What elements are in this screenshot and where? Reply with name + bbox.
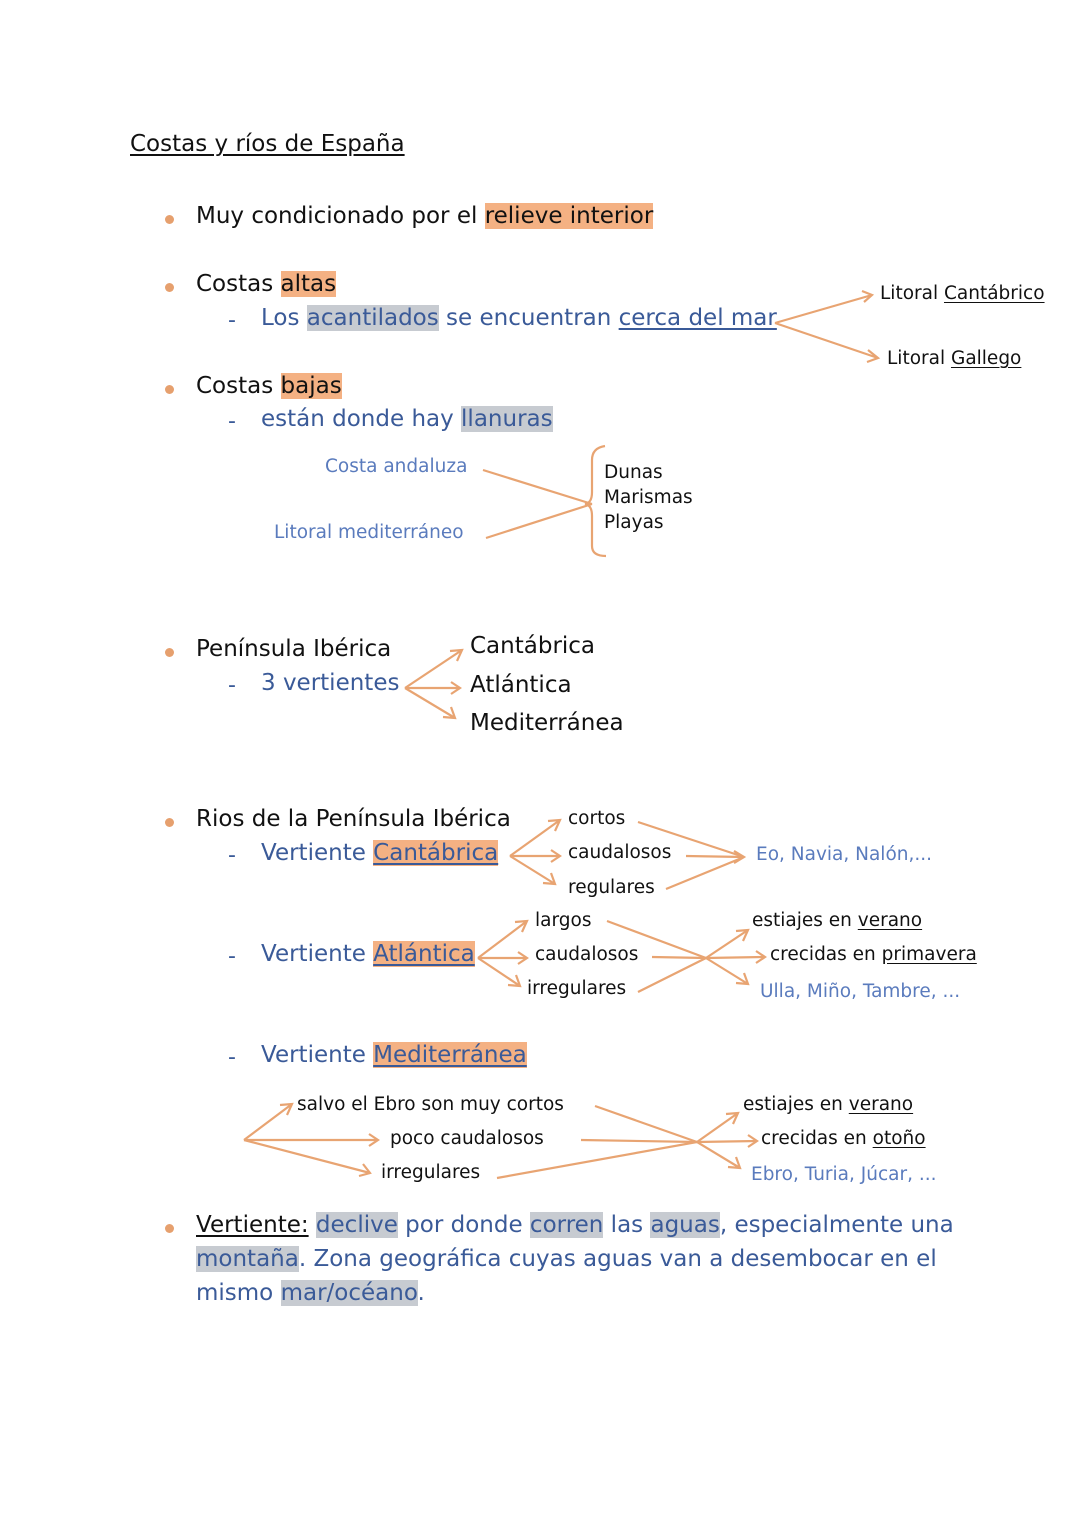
highlight-aguas: aguas [650,1212,720,1238]
text-segment: las [603,1212,651,1238]
atl-estiajes: estiajes en verano [752,910,922,931]
text-segment: estiajes en [743,1094,849,1115]
bullet-costas-altas: Costas altas [196,271,337,297]
cant-cortos: cortos [568,808,626,829]
underline-otono: otoño [872,1128,926,1149]
rios-atlantica-label: Vertiente Atlántica [261,941,475,967]
atl-irregulares: irregulares [527,978,627,999]
item-marismas: Marismas [604,487,693,508]
text-segment: están donde hay [261,406,462,432]
arrow-group-altas [774,289,881,364]
med-crecidas: crecidas en otoño [761,1128,926,1149]
text-segment: crecidas en [770,944,882,965]
highlight-cantabrica: Cantábrica [373,840,499,866]
text-segment: Muy condicionado por el [196,203,485,229]
underline-primavera: primavera [881,944,977,965]
text-segment: Vertiente [261,1042,374,1068]
bullet-dot [165,385,174,394]
text-segment: crecidas en [761,1128,873,1149]
dash-marker: - [228,843,236,868]
highlight-altas: altas [280,271,337,297]
page-title: Costas y ríos de España [130,131,405,157]
def-line-2: montaña. Zona geográfica cuyas aguas van… [196,1246,937,1272]
highlight-bajas: bajas [280,373,342,399]
text-segment: por donde [397,1212,530,1238]
def-line-3: mismo mar/océano. [196,1280,425,1306]
text-segment: Costas [196,373,281,399]
arrow-group-peninsula [404,648,464,720]
bullet-costas-bajas: Costas bajas [196,373,342,399]
atl-examples: Ulla, Miño, Tambre, ... [760,981,961,1002]
highlight-relieve-interior: relieve interior [484,203,654,229]
highlight-atlantica: Atlántica [373,941,475,967]
highlight-corren: corren [529,1212,604,1238]
vertiente-mediterranea: Mediterránea [470,710,624,736]
text-segment: . [417,1280,425,1306]
bullet-dot [165,1224,174,1233]
item-dunas: Dunas [604,462,663,483]
highlight-acantilados: acantilados [306,305,439,331]
text-segment: estiajes en [752,910,858,931]
text-segment: Litoral [880,283,944,304]
tres-vertientes: 3 vertientes [261,670,400,696]
bullet-dot [165,818,174,827]
highlight-declive: declive [315,1212,398,1238]
text-segment: Costas [196,271,281,297]
bullet-dot [165,648,174,657]
atl-largos: largos [535,910,592,931]
litoral-mediterraneo: Litoral mediterráneo [274,522,464,543]
med-cortos: salvo el Ebro son muy cortos [297,1094,564,1115]
highlight-mediterranea: Mediterránea [373,1042,527,1068]
dash-marker: - [228,409,236,434]
med-estiajes: estiajes en verano [743,1094,913,1115]
rios-mediterranea-label: Vertiente Mediterránea [261,1042,527,1068]
highlight-mar-oceano: mar/océano [280,1280,418,1306]
text-segment: , especialmente una [719,1212,954,1238]
text-segment [309,1212,316,1238]
rios-title: Rios de la Península Ibérica [196,806,511,832]
vertiente-atlantica: Atlántica [470,672,572,698]
bullet-dot [165,215,174,224]
costa-andaluza: Costa andaluza [325,456,468,477]
highlight-montana: montaña [196,1246,299,1272]
vertiente-cantabrica: Cantábrica [470,633,596,659]
item-playas: Playas [604,512,664,533]
text-segment: Vertiente [261,840,374,866]
sub-acantilados: Los acantilados se encuentran cerca del … [261,305,777,331]
atl-caudalosos: caudalosos [535,944,639,965]
med-examples: Ebro, Turia, Júcar, ... [751,1164,937,1185]
arrow-group-bajas [482,444,607,558]
med-poco-caudalosos: poco caudalosos [390,1128,544,1149]
litoral-gallego: Litoral Gallego [887,348,1021,369]
underline-gallego: Gallego [950,348,1022,369]
dash-marker: - [228,308,236,333]
underline-cerca-del-mar: cerca del mar [618,305,777,331]
text-segment: se encuentran [438,305,619,331]
text-segment: Litoral [887,348,951,369]
bullet-relieve: Muy condicionado por el relieve interior [196,203,654,229]
term-vertiente: Vertiente: [196,1212,309,1238]
cant-regulares: regulares [568,877,655,898]
dash-marker: - [228,673,236,698]
dash-marker: - [228,944,236,969]
peninsula-title: Península Ibérica [196,636,392,662]
litoral-cantabrico: Litoral Cantábrico [880,283,1045,304]
rios-cantabrica-label: Vertiente Cantábrica [261,840,499,866]
def-line-1: Vertiente: declive por donde corren las … [196,1212,954,1238]
underline-verano: verano [848,1094,914,1115]
text-segment: Los [261,305,307,331]
highlight-llanuras: llanuras [461,406,553,432]
cant-caudalosos: caudalosos [568,842,672,863]
atl-crecidas: crecidas en primavera [770,944,977,965]
text-segment: Vertiente [261,941,374,967]
underline-verano: verano [857,910,923,931]
bullet-dot [165,283,174,292]
text-segment: mismo [196,1280,281,1306]
sub-llanuras: están donde hay llanuras [261,406,553,432]
dash-marker: - [228,1045,236,1070]
underline-cantabrico: Cantábrico [943,283,1045,304]
text-segment: . Zona geográfica cuyas aguas van a dese… [298,1246,937,1272]
cant-examples: Eo, Navia, Nalón,... [756,844,933,865]
med-irregulares: irregulares [381,1162,481,1183]
